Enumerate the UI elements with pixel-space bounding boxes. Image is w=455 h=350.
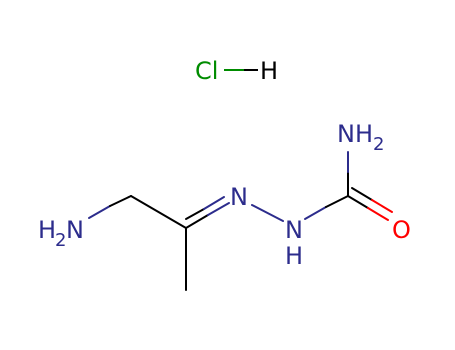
amide-nh: NH (337, 120, 373, 148)
bond-n-ch2-a (88, 205, 111, 219)
hcl-salt: Cl H (195, 57, 278, 85)
atom-labels: H 2 N N N H NH 2 O (38, 120, 411, 270)
bond-nh-c-b (325, 195, 349, 208)
imine-n: N (230, 183, 248, 211)
bonds (88, 151, 393, 291)
amide-subscript: 2 (373, 134, 384, 155)
hydrazide-h: H (285, 242, 303, 270)
bond-c-n-double-c (185, 208, 205, 220)
bond-c-o-double-c (351, 187, 373, 201)
chlorine-atom: Cl (195, 57, 218, 85)
hydrogen-atom-salt: H (260, 57, 278, 85)
bond-n-ch2-b (109, 195, 132, 207)
bond-n-nh (251, 204, 284, 222)
bond-nh-c-a (304, 206, 327, 220)
hydrazide-n: N (285, 216, 303, 244)
amine-left-n: N (66, 216, 84, 244)
amine-left-h: H (38, 216, 56, 244)
bond-c-o-double-a (347, 195, 369, 209)
carbonyl-o: O (392, 216, 411, 244)
bond-ch2-c (130, 195, 187, 229)
bond-c-o-double-d (371, 199, 393, 213)
bond-c-o-double-b (367, 207, 389, 221)
amine-left-subscript: 2 (55, 230, 66, 251)
bond-c-n-double-a (185, 214, 209, 229)
bond-c-n-double-d (203, 196, 225, 210)
bond-c-n-double-b (207, 202, 230, 216)
